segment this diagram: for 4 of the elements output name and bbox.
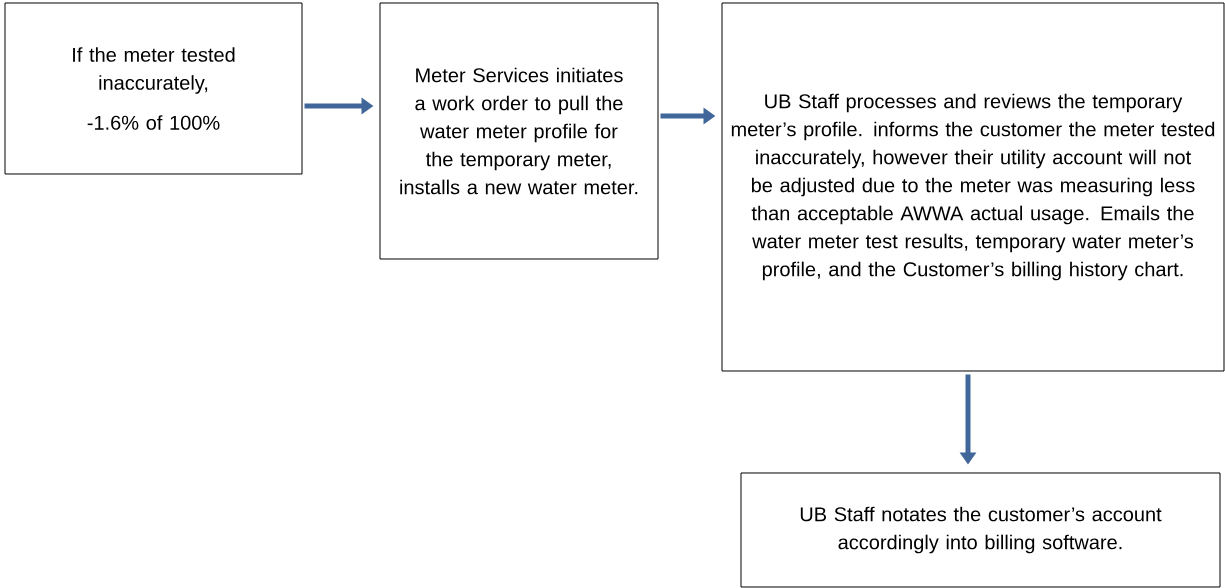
process-box: Meter Services initiates a work order to pull the water meter profile for the temporary meter, installs a new water meter. <box>379 2 659 260</box>
process-box: If the meter tested inaccurately, -1.6% of 100% <box>4 2 303 175</box>
process-box: UB Staff processes and reviews the temporary meter’s profile. informs the customer the meter tested inaccurately, however their utility account will not be adjusted due to the meter was measuring less than acceptable AWWA actual usage. Emails the water meter test results, temporary water meter’s profile, and the Customer’s billing history chart. <box>721 2 1225 372</box>
process-box: UB Staff notates the customer’s account accordingly into billing software. <box>740 472 1221 588</box>
